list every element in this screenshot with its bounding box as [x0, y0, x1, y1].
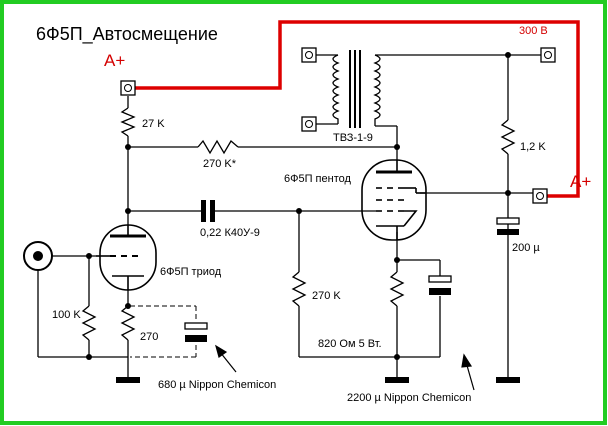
supply-wire [128, 20, 580, 198]
label-cap-200u: 200 µ [512, 242, 540, 254]
terminal-a-plus-right [532, 188, 548, 204]
capacitor-680u [184, 322, 208, 342]
resistor-1-2k [500, 119, 516, 155]
label-r-270: 270 [140, 331, 158, 343]
label-cap-coupling: 0,22 К40У-9 [200, 227, 260, 239]
label-r-820: 820 Ом 5 Вт. [318, 338, 382, 350]
terminal-a-plus-left [120, 80, 136, 96]
resistor-270k [291, 271, 307, 307]
resistor-100k [81, 305, 97, 341]
capacitor-200u [496, 217, 520, 235]
resistor-270 [120, 305, 136, 341]
label-a-plus-right: A+ [570, 172, 591, 191]
label-r-100k: 100 K [52, 309, 81, 321]
label-transformer: ТВЗ-1-9 [333, 132, 373, 144]
annotation-arrows [215, 344, 475, 391]
terminal-transformer-bottom [301, 116, 317, 132]
resistor-27k [120, 107, 136, 137]
input-jack [23, 241, 53, 271]
wires [37, 54, 548, 383]
label-triode: 6Ф5П триод [160, 266, 222, 278]
output-transformer [332, 50, 381, 128]
label-cap-680u: 680 µ Nippon Chemicon [158, 379, 276, 391]
label-300v: 300 В [519, 25, 548, 37]
capacitor-2200u [428, 275, 452, 295]
resistor-270k-star [197, 139, 239, 155]
label-r-270k: 270 K [312, 290, 341, 302]
diagram-title: 6Ф5П_Автосмещение [36, 24, 218, 45]
triode-tube [96, 224, 157, 291]
label-cap-2200u: 2200 µ Nippon Chemicon [347, 392, 471, 404]
pentode-tube [361, 159, 427, 241]
label-r-1-2k: 1,2 K [520, 141, 546, 153]
label-pentode: 6Ф5П пентод [284, 173, 352, 185]
terminal-output-300v [540, 47, 556, 63]
terminal-transformer-top [301, 47, 317, 63]
resistor-820-ohm [389, 271, 405, 307]
capacitor-coupling [201, 200, 215, 222]
label-r-27k: 27 K [142, 118, 165, 130]
label-r-270k-star: 270 K* [203, 158, 237, 170]
dashed-680u-link [130, 305, 197, 358]
junction-dots [86, 52, 511, 360]
label-a-plus-left: A+ [104, 51, 125, 70]
